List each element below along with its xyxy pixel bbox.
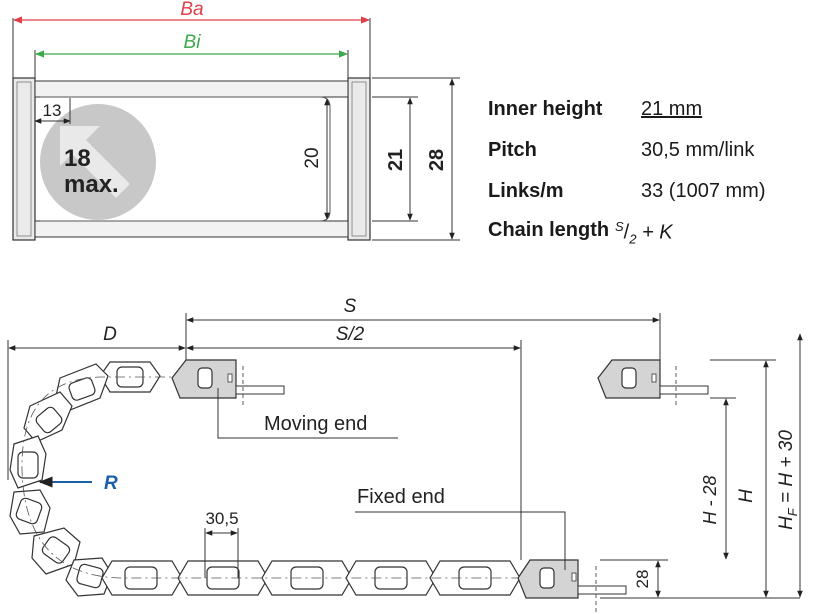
h-minus-28-label: H - 28 — [700, 475, 720, 524]
side-view: S S/2 D — [7, 296, 803, 612]
ba-label: Ba — [180, 0, 203, 20]
formula-denominator: 2 — [629, 231, 637, 247]
moving-end-bracket-right — [597, 359, 709, 408]
bi-label: Bi — [184, 32, 202, 53]
separator-offset-label: 13 — [43, 101, 62, 120]
fixed-end-label: Fixed end — [357, 486, 445, 508]
spec-label: Inner height — [488, 98, 603, 120]
half-travel-label: S/2 — [336, 324, 365, 345]
hf-label: HF = H + 30 — [776, 430, 800, 530]
hf-label-rest: = H + 30 — [776, 430, 797, 509]
spec-label: Pitch — [488, 139, 537, 161]
right-side-plate — [347, 77, 371, 241]
left-side-plate — [12, 77, 36, 241]
outer-height-28-label: 28 — [426, 149, 448, 171]
moving-end-label: Moving end — [264, 413, 367, 435]
inner-height-20-label: 20 — [302, 147, 323, 168]
height-28-label: 28 — [633, 570, 652, 589]
formula-numerator: S — [615, 219, 624, 234]
bottom-crossbar — [34, 220, 349, 238]
hf-label-sub: F — [785, 507, 800, 516]
moving-end-bracket — [171, 359, 285, 408]
spec-label: Links/m — [488, 180, 564, 202]
radius-label: R — [104, 473, 118, 494]
spec-label: Chain length — [488, 219, 610, 241]
pitch-label: 30,5 — [205, 509, 238, 528]
max-separators-value: 18 — [64, 145, 91, 172]
chain-links — [9, 361, 521, 597]
hf-label-main: H — [776, 516, 797, 530]
top-crossbar — [34, 80, 349, 98]
radius-offset-label: D — [103, 324, 117, 345]
fixed-end-bracket — [517, 559, 627, 612]
spec-value: 33 (1007 mm) — [641, 180, 766, 202]
cross-section: Ba Bi 18 max. 13 20 21 28 — [12, 0, 460, 241]
chain-length-formula: S/2 + K — [615, 219, 673, 247]
max-separators-unit: max. — [64, 171, 119, 198]
h-label: H — [736, 489, 757, 503]
inner-height-21-label: 21 — [385, 149, 407, 171]
formula-operator: + K — [642, 221, 673, 244]
spec-value: 21 mm — [641, 98, 703, 120]
travel-label: S — [344, 296, 357, 317]
spec-value: 30,5 mm/link — [641, 139, 755, 161]
